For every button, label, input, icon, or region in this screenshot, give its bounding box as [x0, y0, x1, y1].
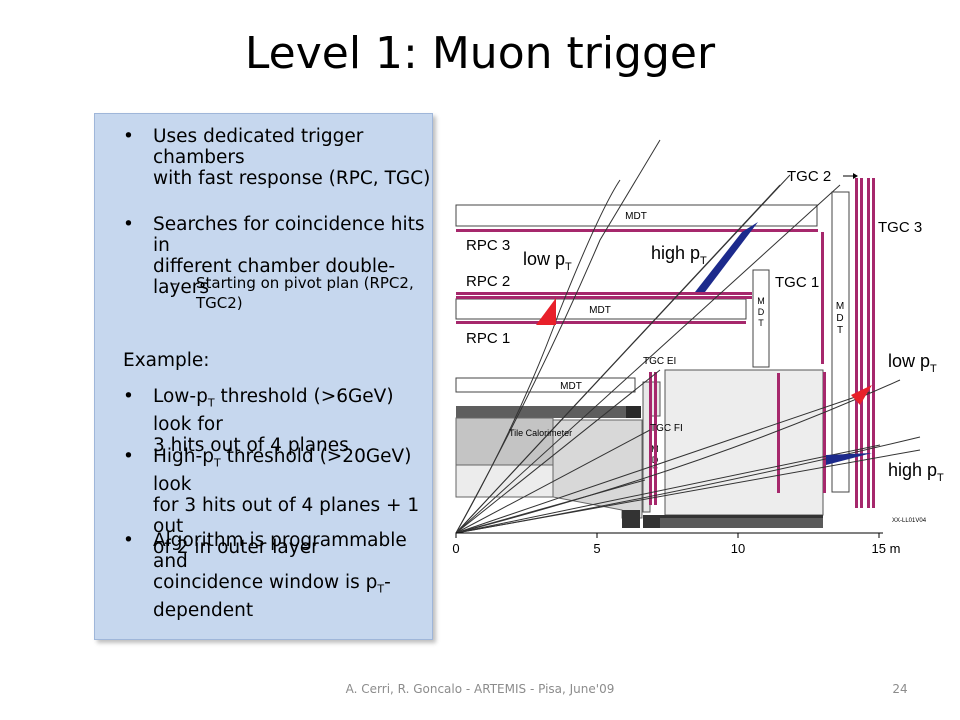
sub-bullet-line: TGC2)	[196, 294, 243, 312]
bullet-text-box: • Uses dedicated trigger chambers with f…	[94, 113, 433, 640]
bullet-algorithm: • Algorithm is programmable and coincide…	[123, 530, 432, 621]
tgc-fi-label: TGC FI	[650, 423, 683, 434]
bullet-high-pt: • High-pT threshold (>20GeV) look for 3 …	[123, 446, 432, 558]
mdt-label: MDT	[560, 381, 582, 392]
mdt-vertical-label: T	[758, 318, 764, 328]
bullet-dot-icon: •	[123, 386, 134, 407]
subscript: T	[207, 396, 215, 410]
high-pt-label: high pT	[888, 460, 944, 484]
bullet-line: different chamber double-layers	[153, 256, 396, 298]
bullet-line: Searches for coincidence hits in	[153, 214, 425, 256]
bullet-low-pt: • Low-pT threshold (>6GeV) look for 3 hi…	[123, 386, 432, 456]
tgc3-label: TGC 3	[878, 219, 922, 236]
mdt-vertical-label: M	[757, 296, 765, 306]
muon-tracks	[455, 139, 921, 534]
bullet-line: with fast response (RPC, TGC)	[153, 168, 431, 189]
low-pt-label: low pT	[523, 249, 572, 273]
mdt-label: MDT	[589, 305, 611, 316]
tile-calorimeter-label: Tile Calorimeter	[509, 428, 572, 438]
text-fragment: -	[384, 572, 391, 593]
bullet-line: for 3 hits out of 4 planes + 1 out	[153, 494, 420, 537]
axis-tick-label: 15 m	[872, 541, 901, 556]
axis-tick-label: 5	[593, 541, 600, 556]
diagram-labels: TGC 2 TGC 3 TGC 1 RPC 3 RPC 2 RPC 1 low …	[466, 168, 944, 524]
mdt-vertical-label: M	[836, 301, 844, 312]
subscript: T	[377, 582, 385, 596]
text-fragment: coincidence window is p	[153, 572, 378, 593]
high-pt-label: high pT	[651, 243, 707, 267]
bullet-dot-icon: •	[123, 530, 134, 551]
mdt-vertical-label: D	[836, 313, 843, 324]
bullet-dot-icon: •	[123, 446, 134, 467]
tgc1-label: TGC 1	[775, 274, 819, 291]
mdt-vertical-label: T	[837, 325, 843, 336]
subscript: T	[213, 456, 221, 470]
page-number: 24	[892, 682, 908, 696]
high-pt-hit-rpc	[695, 222, 758, 292]
mdt-vertical-label: D	[758, 307, 765, 317]
footer-credit: A. Cerri, R. Goncalo - ARTEMIS - Pisa, J…	[345, 682, 615, 696]
sub-bullet-line: Starting on pivot plan (RPC2,	[196, 274, 414, 292]
text-fragment: threshold (>20GeV) look	[153, 446, 412, 495]
trigger-chambers	[456, 173, 875, 508]
low-pt-hit-tgc	[851, 385, 872, 405]
distance-axis: 0 5 10 15 m	[452, 532, 901, 556]
axis-tick-label: 0	[452, 541, 459, 556]
bullet-line: dependent	[153, 599, 254, 621]
example-label: Example:	[123, 350, 210, 371]
mdt-label: MDT	[625, 211, 647, 222]
text-fragment: threshold (>6GeV) look for	[153, 386, 394, 435]
rpc2-label: RPC 2	[466, 273, 510, 290]
bullet-dot-icon: •	[123, 126, 134, 147]
bullet-line: Uses dedicated trigger chambers	[153, 126, 364, 168]
rpc1-label: RPC 1	[466, 330, 510, 347]
bullet-line: of 2 in outer layer	[153, 536, 319, 558]
bullet-line: Algorithm is programmable and	[153, 530, 407, 572]
slide-title: Level 1: Muon trigger	[244, 28, 716, 79]
axis-tick-label: 10	[731, 541, 745, 556]
bullet-dot-icon: •	[123, 214, 134, 235]
dash-icon: –	[170, 274, 178, 292]
bullet-trigger-chambers: • Uses dedicated trigger chambers with f…	[123, 126, 432, 189]
text-fragment: Low-p	[153, 386, 208, 407]
bullet-coincidence: • Searches for coincidence hits in diffe…	[123, 214, 432, 298]
low-pt-label: low pT	[888, 351, 937, 375]
bullet-line: 3 hits out of 4 planes	[153, 434, 349, 456]
tgc-ei-label: TGC EI	[643, 356, 676, 367]
rpc3-label: RPC 3	[466, 237, 510, 254]
text-fragment: High-p	[153, 446, 214, 467]
figure-code-label: XX-LL01V04	[892, 518, 927, 524]
high-pt-hit-tgc	[826, 453, 872, 465]
tgc2-label: TGC 2	[787, 168, 831, 185]
low-pt-hit-rpc	[536, 298, 556, 325]
